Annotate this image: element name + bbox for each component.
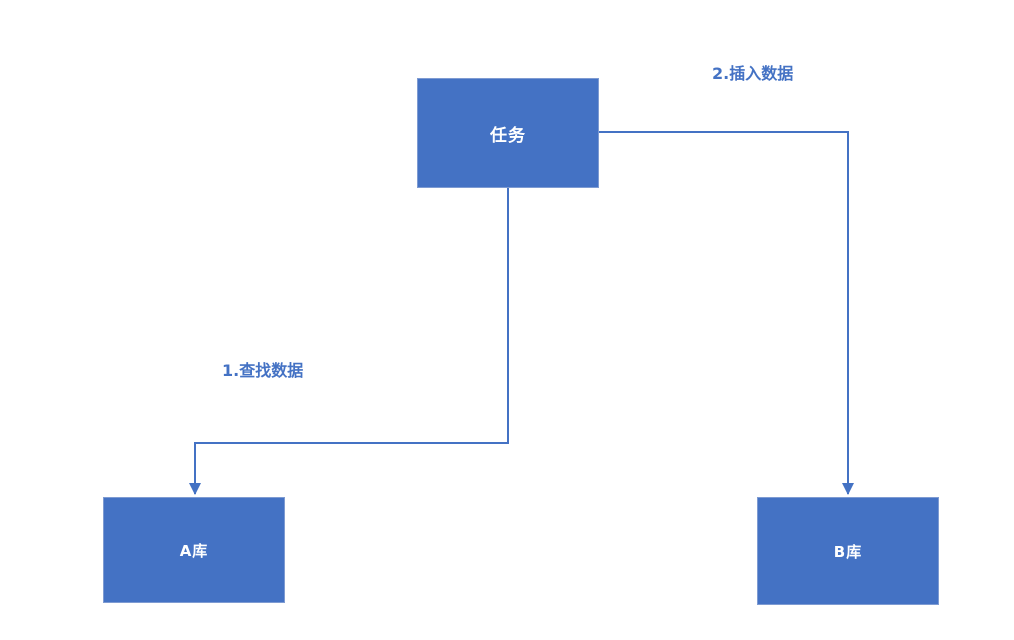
connector-task-to-db-b — [599, 131, 854, 495]
edge-label-find-data: 1.查找数据 — [222, 361, 304, 380]
node-database-b: B库 — [757, 497, 939, 605]
node-task: 任务 — [417, 78, 599, 188]
node-database-a: A库 — [103, 497, 285, 603]
node-database-b-label: B库 — [833, 542, 863, 561]
node-task-label: 任务 — [490, 125, 526, 146]
edge-label-insert-data: 2.插入数据 — [712, 64, 794, 83]
connector-task-to-db-a — [189, 188, 509, 495]
node-database-a-label: A库 — [179, 541, 209, 560]
